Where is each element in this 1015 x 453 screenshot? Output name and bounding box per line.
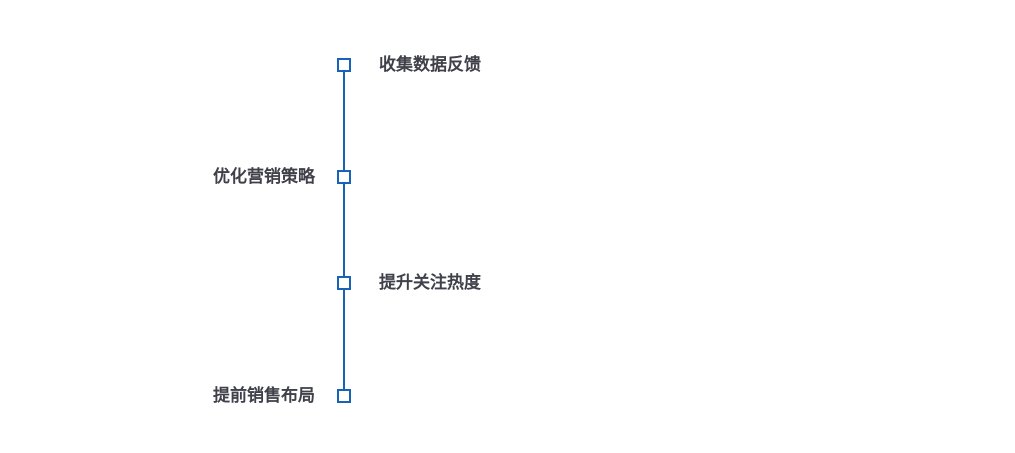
timeline-node-marker-icon [337, 58, 351, 72]
timeline-node-label: 优化营销策略 [213, 167, 315, 187]
timeline-node-label: 提升关注热度 [379, 273, 481, 293]
timeline-node-label: 提前销售布局 [213, 386, 315, 406]
timeline-node-marker-icon [337, 170, 351, 184]
timeline-node-label: 收集数据反馈 [379, 55, 481, 75]
timeline-node-marker-icon [337, 276, 351, 290]
timeline-node-marker-icon [337, 389, 351, 403]
timeline-vertical-line [343, 65, 345, 396]
